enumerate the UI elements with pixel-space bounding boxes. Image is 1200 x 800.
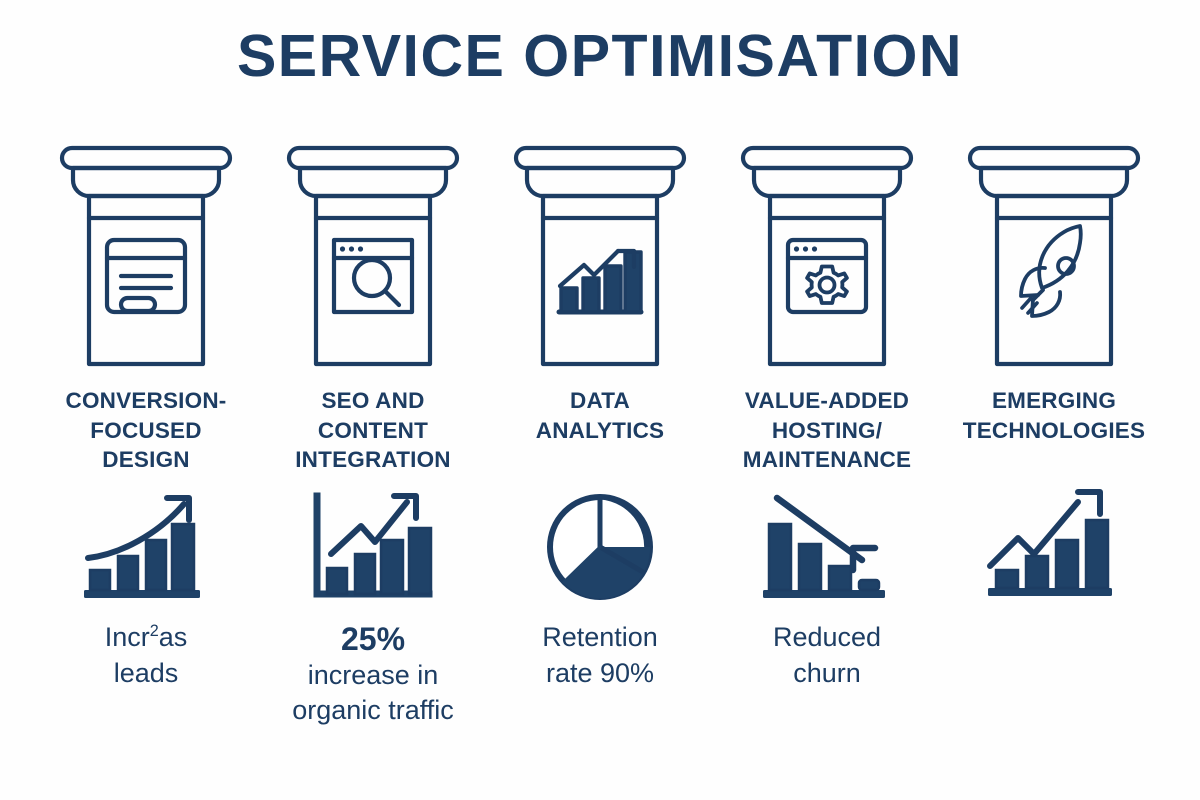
pillar-graphic-4 — [734, 140, 920, 372]
pie-chart-icon — [547, 494, 653, 600]
stat-graphic-4 — [747, 482, 907, 612]
pillar-shaft-icon — [540, 193, 660, 367]
pillar-graphic-3 — [507, 140, 693, 372]
stat-item-growth-chart[interactable] — [954, 482, 1154, 729]
pillar-capital-icon — [59, 145, 233, 199]
pillar-capital-icon — [513, 145, 687, 199]
pillar-capital-icon — [967, 145, 1141, 199]
stat-item-organic-traffic[interactable]: 25%increase in organic traffic — [273, 482, 473, 729]
pillar-item-conversion-focused-design[interactable]: CONVERSION- FOCUSED DESIGN — [46, 140, 246, 475]
stats-row: Incr2as leads 25%increase in orga — [0, 482, 1200, 729]
growth-bars-zigzag-arrow-icon — [987, 489, 1112, 596]
stat-graphic-2 — [293, 482, 453, 612]
rocket-icon — [1019, 224, 1083, 318]
pillar-item-value-added-hosting-maintenance[interactable]: VALUE-ADDED HOSTING/ MAINTENANCE — [727, 140, 927, 475]
stat-item-retention-rate[interactable]: Retention rate 90% — [500, 482, 700, 729]
pillar-shaft-icon — [767, 193, 887, 367]
pillar-row: CONVERSION- FOCUSED DESIGN — [0, 140, 1200, 475]
stat-graphic-3 — [520, 482, 680, 612]
stat-item-increase-leads[interactable]: Incr2as leads — [46, 482, 246, 729]
stat-label-2: 25%increase in organic traffic — [292, 620, 454, 729]
pillar-capital-icon — [286, 145, 460, 199]
stat-label-1-suffix: as leads — [113, 622, 188, 688]
pillar-label-4: VALUE-ADDED HOSTING/ MAINTENANCE — [742, 388, 912, 473]
stat-graphic-5 — [974, 482, 1134, 612]
stat-graphic-1 — [66, 482, 226, 612]
stat-label-1: Incr2as leads — [105, 620, 188, 692]
stat-item-reduced-churn[interactable]: Reduced churn — [727, 482, 927, 729]
pillar-label-1: CONVERSION- FOCUSED DESIGN — [65, 388, 227, 473]
pillar-shaft-icon — [313, 193, 433, 367]
pillar-item-seo-and-content-integration[interactable]: SEO AND CONTENT INTEGRATION — [273, 140, 473, 475]
declining-bars-down-arrow-icon — [763, 494, 885, 598]
stat-label-2-big: 25% — [340, 621, 406, 657]
growth-bars-zigzag-arrow-icon — [313, 492, 433, 598]
pillar-graphic-1 — [53, 140, 239, 372]
landing-page-form-icon — [104, 237, 188, 315]
pillar-item-emerging-technologies[interactable]: EMERGING TECHNOLOGIES — [954, 140, 1154, 475]
pillar-capital-icon — [740, 145, 914, 199]
pillar-graphic-5 — [961, 140, 1147, 372]
pillar-shaft-icon — [86, 193, 206, 367]
title-container: SERVICE OPTIMISATION — [0, 23, 1200, 89]
growth-bars-curved-arrow-icon — [84, 495, 200, 598]
browser-search-icon — [331, 237, 415, 315]
stat-label-2-rest: increase in organic traffic — [292, 660, 454, 726]
pillar-graphic-2 — [280, 140, 466, 372]
browser-gear-icon — [785, 237, 869, 315]
stat-label-1-prefix: Incr — [104, 622, 150, 652]
bar-chart-arrow-up-icon — [556, 248, 644, 315]
pillar-shaft-icon — [994, 193, 1114, 367]
pillar-label-3: DATA ANALYTICS — [535, 388, 665, 443]
stat-label-3: Retention rate 90% — [542, 622, 658, 688]
stat-label-4: Reduced churn — [772, 622, 882, 688]
pillar-item-data-analytics[interactable]: DATA ANALYTICS — [500, 140, 700, 475]
stat-label-1-glyph: 2 — [149, 622, 159, 640]
pillar-label-2: SEO AND CONTENT INTEGRATION — [295, 388, 451, 473]
pillar-label-5: EMERGING TECHNOLOGIES — [962, 388, 1146, 443]
page-title: SERVICE OPTIMISATION — [236, 23, 964, 89]
